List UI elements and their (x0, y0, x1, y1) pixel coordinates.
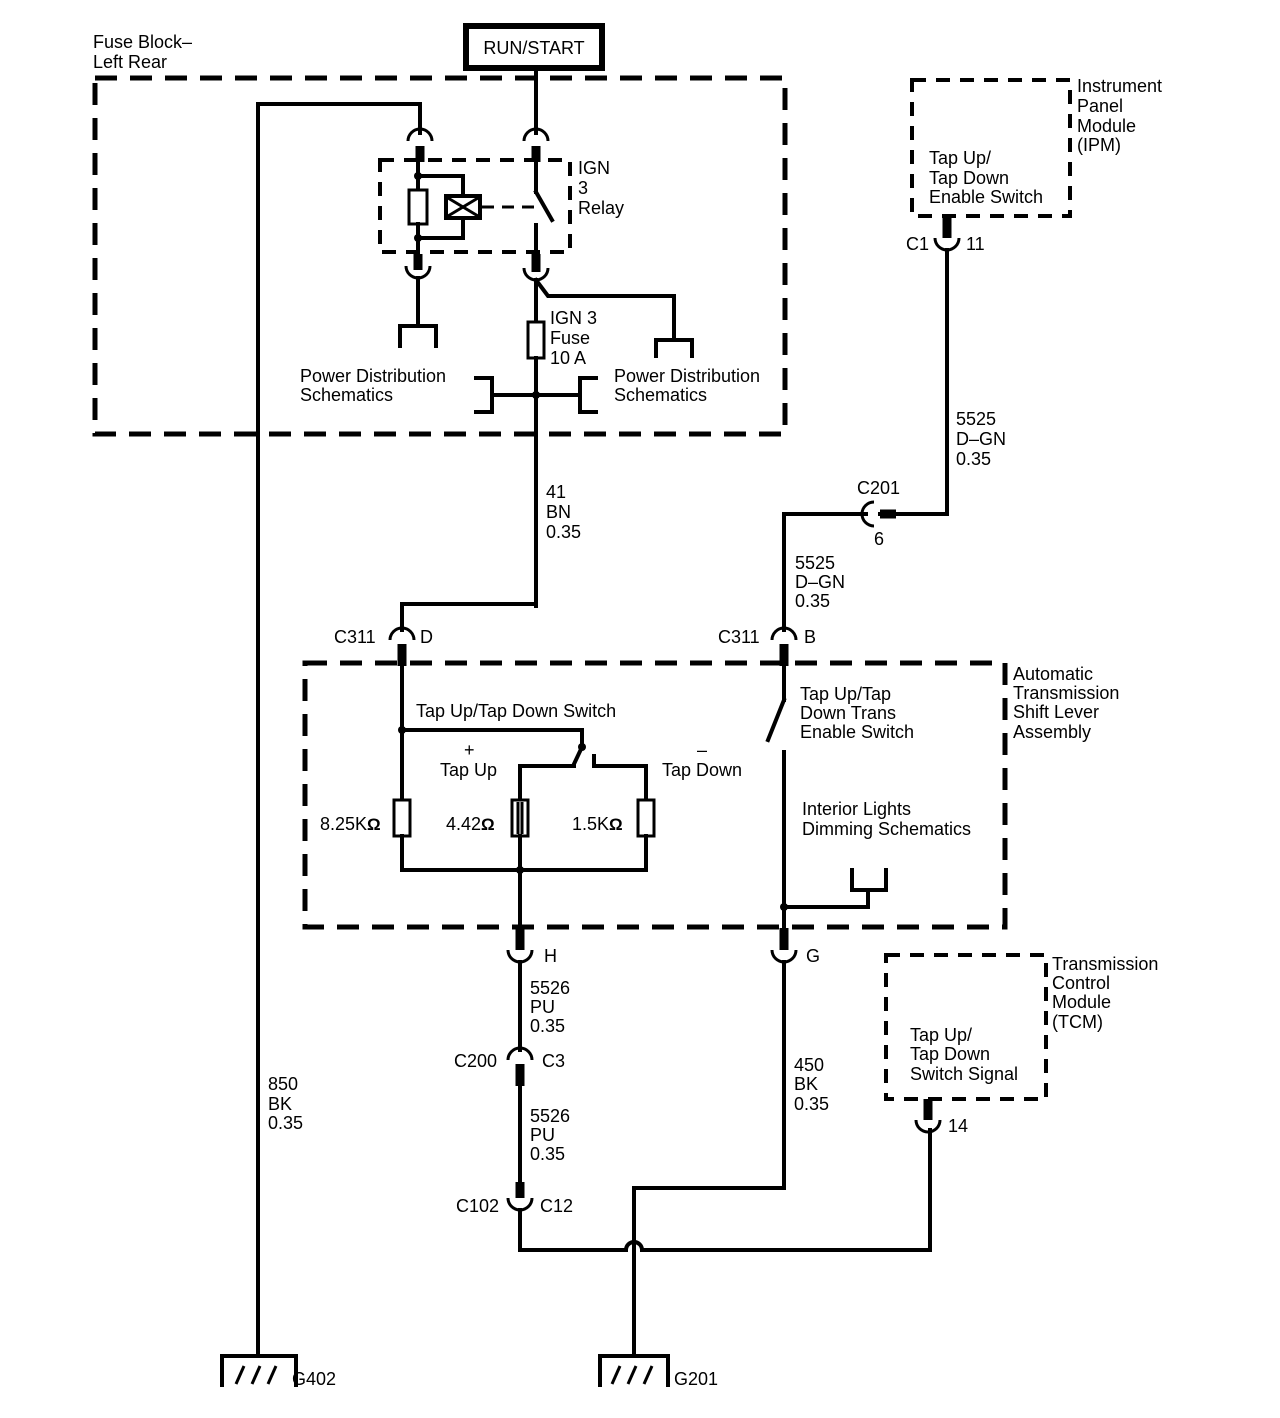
resistor-1-5k (636, 798, 656, 838)
ground-g402-symbol (220, 1354, 298, 1387)
tap-switch-contact (571, 744, 585, 767)
ipm-box (910, 78, 1072, 218)
wire-41-bn (400, 602, 538, 632)
c200-connector (506, 1046, 534, 1061)
pds-label-right: Power Distribution Schematics (614, 366, 765, 405)
ground-g201-symbol (598, 1354, 670, 1387)
wire-850-label: 850 BK 0.35 (268, 1074, 303, 1133)
ign3-fuse (526, 320, 546, 360)
ign3-relay-label: IGN 3 Relay (578, 158, 624, 218)
ign3-relay-box (378, 158, 572, 254)
pds-ground-symbol-right (654, 338, 694, 358)
pin-g-label: G (806, 946, 820, 966)
c311-left-label: C311 (334, 627, 376, 647)
plus-sign: + (464, 740, 475, 760)
shift-lever-assembly-box (302, 660, 1008, 930)
pin-h-label: H (544, 946, 557, 966)
pds-ground-symbol-left (398, 324, 438, 348)
c311-b-connector (770, 626, 798, 641)
c311-left-pin: D (420, 627, 433, 647)
ign3-fuse-label: IGN 3 Fuse 10 A (550, 308, 602, 368)
fuse-block-label: Fuse Block– Left Rear (93, 32, 197, 72)
c1-pin: 11 (966, 234, 985, 254)
wire-5525-lower-label: 5525 D–GN 0.35 (795, 553, 850, 611)
tap-down-label: Tap Down (662, 760, 742, 780)
wire-450-label: 450 BK 0.35 (794, 1055, 829, 1114)
wire-850-bk (256, 102, 422, 1357)
ipm-switch-label: Tap Up/ Tap Down Enable Switch (929, 148, 1043, 207)
c311-right-pin: B (804, 627, 816, 647)
r2-label: 4.42Ω (446, 814, 495, 834)
pds-bracket-left (474, 376, 494, 414)
wire-5526-a-label: 5526 PU 0.35 (530, 978, 575, 1036)
c200-pin: C3 (542, 1051, 565, 1071)
enable-switch-label: Tap Up/Tap Down Trans Enable Switch (800, 684, 914, 742)
tcm-signal-label: Tap Up/ Tap Down Switch Signal (910, 1025, 1018, 1084)
relay-contact (533, 189, 555, 223)
g402-label: G402 (292, 1369, 336, 1389)
wire-5525-lower (782, 512, 868, 632)
resistor-4-42 (510, 798, 530, 838)
wire-5526-b-label: 5526 PU 0.35 (530, 1106, 575, 1164)
tcm-box (884, 953, 1048, 1101)
c102-label: C102 (456, 1196, 499, 1216)
run-start-label: RUN/START (483, 38, 584, 58)
c102-pin: C12 (540, 1196, 573, 1216)
r3-label: 1.5KΩ (572, 814, 623, 834)
minus-sign: – (697, 740, 707, 760)
atsla-title: Automatic Transmission Shift Lever Assem… (1013, 664, 1124, 742)
enable-switch-contact (765, 697, 787, 743)
interior-lights-bracket (850, 868, 888, 892)
tcm-title: Transmission Control Module (TCM) (1052, 954, 1163, 1032)
c1-label: C1 (906, 234, 929, 254)
tcm-pin-label: 14 (948, 1116, 968, 1136)
wire-450-bk (632, 960, 786, 1357)
resistor-8-25k (392, 798, 412, 838)
r1-label: 8.25KΩ (320, 814, 381, 834)
tap-up-label: Tap Up (440, 760, 497, 780)
wire-41-label: 41 BN 0.35 (546, 482, 581, 542)
c311-d-connector (388, 626, 416, 641)
pds-label-left: Power Distribution Schematics (300, 366, 451, 405)
ipm-title: Instrument Panel Module (IPM) (1077, 76, 1167, 155)
wire-5525-upper-label: 5525 D–GN 0.35 (956, 409, 1011, 469)
interior-lights-label: Interior Lights Dimming Schematics (802, 799, 971, 839)
c200-label: C200 (454, 1051, 497, 1071)
c311-right-label: C311 (718, 627, 760, 647)
relay-right-upper-connector (522, 127, 550, 142)
wire-5525-upper (878, 248, 949, 516)
pds-bracket-right (578, 376, 598, 414)
relay-left-upper-connector (406, 127, 434, 142)
tap-switch-label: Tap Up/Tap Down Switch (416, 701, 616, 721)
c201-label: C201 (857, 478, 900, 498)
tcm-pin-connector (914, 1119, 942, 1134)
c201-pin: 6 (874, 529, 884, 549)
g201-label: G201 (674, 1369, 718, 1389)
relay-resistor (407, 188, 429, 226)
